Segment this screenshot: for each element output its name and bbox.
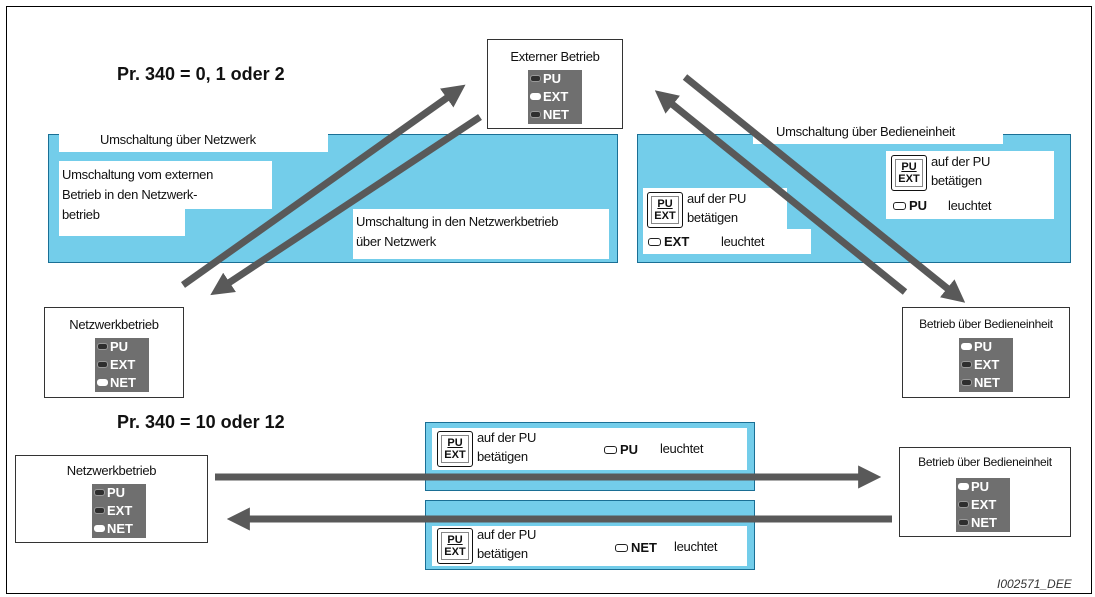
to-pu-line2: betätigen xyxy=(477,449,528,464)
led-dot-icon xyxy=(97,343,108,351)
arrow-net-to-ext xyxy=(180,84,466,288)
lower-status: leuchtet xyxy=(721,234,765,249)
state-pu-bottom: Betrieb über Bedieneinheit PU EXT NET xyxy=(899,447,1071,537)
led-net: NET xyxy=(94,520,146,538)
text-b-line1: Umschaltung in den Netzwerkbetrieb xyxy=(356,214,559,229)
state-title: Netzwerkbetrieb xyxy=(69,317,159,332)
to-net-line1: auf der PU xyxy=(477,527,537,542)
upper-instr-line1: auf der PU xyxy=(931,154,991,169)
to-pu-line1: auf der PU xyxy=(477,430,537,445)
state-network-top: Netzwerkbetrieb PU EXT NET xyxy=(44,307,184,398)
upper-instr-line2: betätigen xyxy=(931,173,982,188)
led-small-icon xyxy=(604,445,617,454)
upper-status: leuchtet xyxy=(948,198,992,213)
led-dot-icon xyxy=(961,361,972,369)
to-pu-led: PU xyxy=(604,441,638,458)
text-a-line1: Umschaltung vom externen xyxy=(62,167,214,182)
led-pu: PU xyxy=(97,338,149,356)
led-small-icon xyxy=(893,201,906,210)
to-pu-instruction-bg xyxy=(432,428,747,470)
led-dot-icon xyxy=(530,111,541,119)
led-dot-icon xyxy=(961,379,972,387)
to-pu-status: leuchtet xyxy=(660,441,704,456)
led-small-icon xyxy=(615,543,628,552)
text-block-b-bg xyxy=(353,209,609,259)
to-net-status: leuchtet xyxy=(674,539,718,554)
led-pu: PU xyxy=(530,70,582,88)
lower-instruction-bg2 xyxy=(643,229,811,254)
panel-pu-title: Umschaltung über Bedieneinheit xyxy=(776,124,955,139)
led-dot-icon xyxy=(958,483,969,491)
led-pu: PU xyxy=(94,484,146,502)
led-pu: PU xyxy=(961,338,1013,356)
state-external: Externer Betrieb PU EXT NET xyxy=(487,39,623,129)
lower-instr-line2: betätigen xyxy=(687,210,738,225)
led-dot-icon xyxy=(530,75,541,83)
led-dot-icon xyxy=(958,501,969,509)
heading-top: Pr. 340 = 0, 1 oder 2 xyxy=(117,64,285,84)
text-block-a-bg xyxy=(59,161,272,209)
state-title: Betrieb über Bedieneinheit xyxy=(919,317,1053,331)
led-ext: EXT xyxy=(530,88,582,106)
upper-led-indicator: PU xyxy=(893,197,927,214)
led-dot-icon xyxy=(958,519,969,527)
to-net-line2: betätigen xyxy=(477,546,528,561)
arrow-pu-to-ext xyxy=(654,90,908,295)
led-net: NET xyxy=(961,374,1013,392)
led-dot-icon xyxy=(94,507,105,515)
text-a-line2: Betrieb in den Netzwerk- xyxy=(62,187,198,202)
led-pu: PU xyxy=(958,478,1010,496)
state-title: Netzwerkbetrieb xyxy=(66,463,157,478)
led-dot-icon xyxy=(530,93,541,101)
state-title: Externer Betrieb xyxy=(510,49,600,64)
led-net: NET xyxy=(97,374,149,392)
panel-network-title: Umschaltung über Netzwerk xyxy=(100,132,256,147)
led-dot-icon xyxy=(94,489,105,497)
panel-network-title-bg xyxy=(59,126,328,152)
arrow-ext-to-net xyxy=(210,114,482,296)
led-ext: EXT xyxy=(961,356,1013,374)
text-b-line2: über Netzwerk xyxy=(356,234,436,249)
state-pu-top: Betrieb über Bedieneinheit PU EXT NET xyxy=(902,307,1070,398)
led-dot-icon xyxy=(97,361,108,369)
state-network-bottom: Netzwerkbetrieb PU EXT NET xyxy=(15,455,208,543)
led-ext: EXT xyxy=(94,502,146,520)
led-panel: PU EXT NET xyxy=(92,484,146,538)
panel-pu-title-bg xyxy=(753,122,1003,144)
led-ext: EXT xyxy=(97,356,149,374)
state-title: Betrieb über Bedieneinheit xyxy=(918,455,1052,469)
led-net: NET xyxy=(958,514,1010,532)
led-small-icon xyxy=(648,237,661,246)
arrow-ext-to-pu xyxy=(682,74,966,303)
led-net: NET xyxy=(530,106,582,124)
led-ext: EXT xyxy=(958,496,1010,514)
lower-instr-line1: auf der PU xyxy=(687,191,747,206)
led-dot-icon xyxy=(94,525,105,533)
led-dot-icon xyxy=(961,343,972,351)
figure-caption: I002571_DEE xyxy=(997,577,1072,591)
text-block-a-bg2 xyxy=(59,209,185,236)
text-a-line3: betrieb xyxy=(62,207,100,222)
lower-led-indicator: EXT xyxy=(648,233,689,250)
heading-bottom: Pr. 340 = 10 oder 12 xyxy=(117,412,285,432)
led-dot-icon xyxy=(97,379,108,387)
led-panel: PU EXT NET xyxy=(95,338,149,392)
led-panel: PU EXT NET xyxy=(959,338,1013,392)
to-net-instruction-bg xyxy=(432,526,747,566)
figure-frame xyxy=(6,6,1092,594)
to-net-led: NET xyxy=(615,539,657,556)
led-panel: PU EXT NET xyxy=(528,70,582,124)
led-panel: PU EXT NET xyxy=(956,478,1010,532)
